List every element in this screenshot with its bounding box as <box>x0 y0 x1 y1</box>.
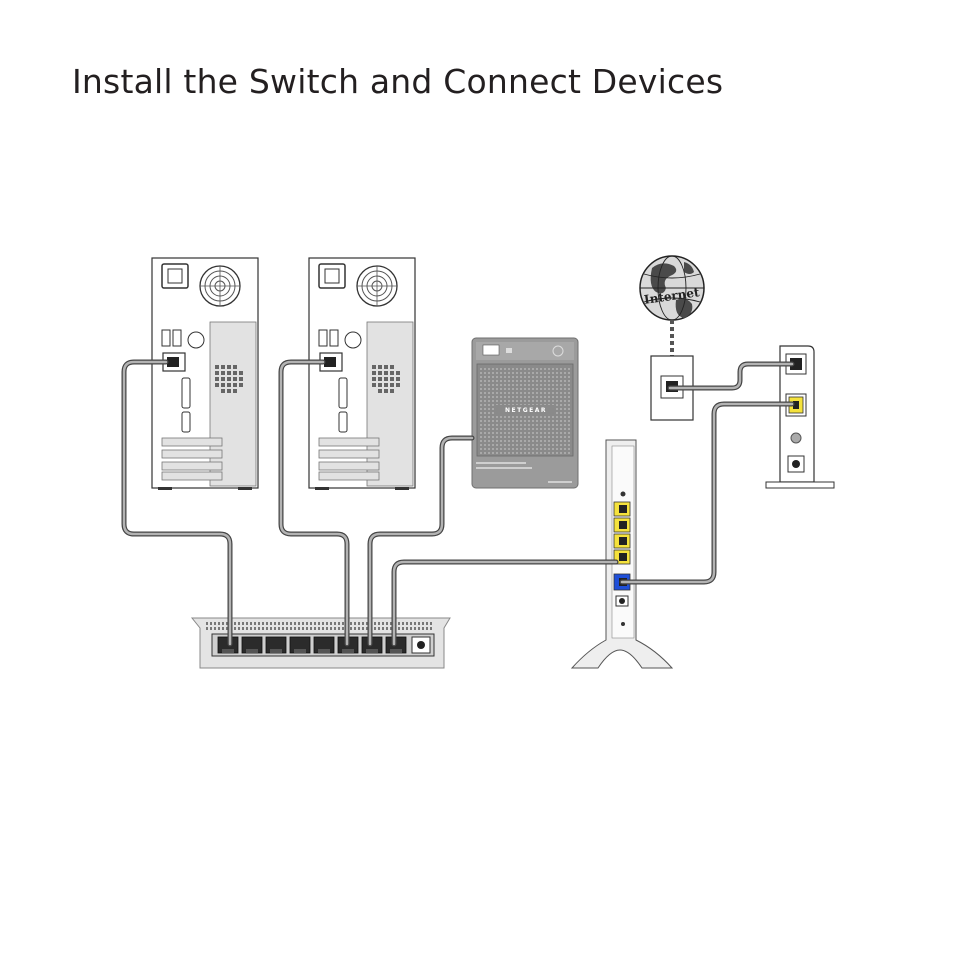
nas-brand-label: NETGEAR <box>505 407 547 414</box>
computer-2 <box>309 258 415 490</box>
router <box>572 440 672 668</box>
computer-1 <box>152 258 258 490</box>
internet-globe: Internet <box>640 256 704 356</box>
power-jack-icon <box>417 641 425 649</box>
power-jack-icon <box>792 460 800 468</box>
nas-storage: NETGEAR <box>472 338 578 488</box>
modem <box>766 346 834 488</box>
